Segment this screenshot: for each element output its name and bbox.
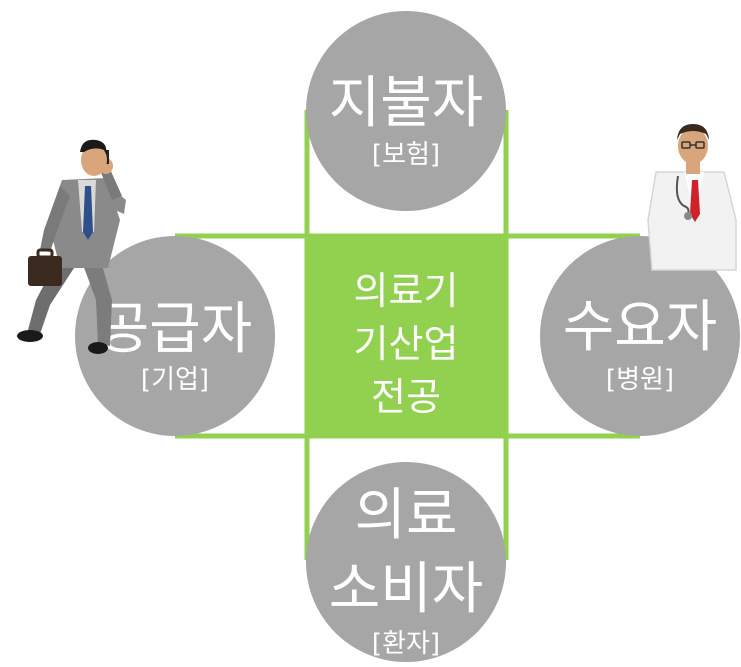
node-subtitle-top: [보험] (372, 140, 440, 170)
node-supplier: 공급자 [기업] (75, 236, 275, 436)
node-subtitle-bottom: [환자] (372, 629, 440, 659)
node-subtitle-right: [병원] (606, 365, 674, 395)
node-circle-top (306, 11, 506, 211)
node-title-top: 지불자 (329, 71, 484, 136)
node-demander: 수요자 [병원] (540, 236, 740, 436)
doctor-icon (647, 124, 737, 271)
node-circle-bottom (306, 462, 506, 662)
node-circle-right (540, 236, 740, 436)
node-consumer: 의료 소비자 [환자] (306, 462, 506, 662)
node-title-bottom-line-1: 의료 (354, 483, 457, 548)
node-title-left: 공급자 (98, 297, 253, 362)
node-title-right: 수요자 (563, 295, 718, 360)
node-subtitle-left: [기업] (141, 365, 209, 395)
businessman-icon (17, 139, 126, 354)
node-title-bottom-line-2: 소비자 (329, 557, 484, 622)
center-label-line-1: 의료기 (354, 269, 459, 313)
center-square (307, 236, 506, 436)
node-payer: 지불자 [보험] (306, 11, 506, 211)
center-label-line-3: 전공 (371, 375, 441, 419)
center-label-line-2: 기산업 (354, 322, 459, 366)
node-circle-left (75, 236, 275, 436)
